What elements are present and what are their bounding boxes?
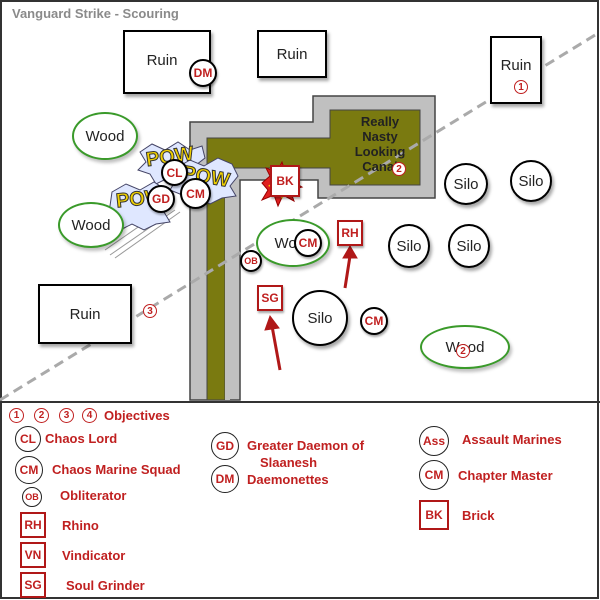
legend-label: Soul Grinder xyxy=(66,578,145,593)
legend-icon: CM xyxy=(15,456,43,484)
legend-icon: CM xyxy=(419,460,449,490)
silo: Silo xyxy=(444,163,488,205)
ruin-left: Ruin xyxy=(38,284,132,344)
silo-label: Silo xyxy=(456,237,482,255)
ruin-label: Ruin xyxy=(276,45,308,63)
silo: Silo xyxy=(388,224,430,268)
canal-label-line: Canal xyxy=(362,159,398,174)
silo-label: Silo xyxy=(307,309,333,327)
legend-label: Chaos Lord xyxy=(45,431,118,446)
legend-icon: BK xyxy=(419,500,449,530)
legend-label: Chapter Master xyxy=(458,468,553,483)
objective-marker: 2 xyxy=(392,162,406,176)
legend-objective: 2 xyxy=(34,408,49,423)
wood-top-left: Wood xyxy=(72,112,138,160)
legend-icon: Ass xyxy=(419,426,449,456)
road-edge xyxy=(225,168,230,400)
wood-left: Wood xyxy=(58,202,124,248)
ruin-top-right: Ruin xyxy=(490,36,542,104)
legend-label: Slaanesh xyxy=(260,455,318,470)
token-daemonettes[interactable]: DM xyxy=(189,59,217,87)
legend-label: Assault Marines xyxy=(462,432,562,447)
ruin-top-middle: Ruin xyxy=(257,30,327,78)
canal-label-line: Really xyxy=(360,114,400,129)
wood-label: Wood xyxy=(71,216,111,234)
objective-marker: 2 xyxy=(456,344,470,358)
legend-label: Greater Daemon of xyxy=(247,438,365,453)
token-obliterator[interactable]: OB xyxy=(240,250,262,272)
silo: Silo xyxy=(510,160,552,202)
token-chaos-marine-squad[interactable]: CM xyxy=(360,307,388,335)
canal-label-line: Looking xyxy=(354,144,406,159)
token-brick[interactable]: BK xyxy=(270,165,300,197)
token-chaos-marine-squad[interactable]: CM xyxy=(294,229,322,257)
silo-label: Silo xyxy=(453,175,479,193)
explosion-text: B xyxy=(256,182,266,197)
token-rhino[interactable]: RH xyxy=(337,220,363,246)
legend-icon: GD xyxy=(211,432,239,460)
legend-icon: SG xyxy=(20,572,46,598)
legend-objective: 1 xyxy=(9,408,24,423)
silo-label: Silo xyxy=(518,172,544,190)
legend-label: Daemonettes xyxy=(247,472,329,487)
token-soul-grinder[interactable]: SG xyxy=(257,285,283,311)
legend-icon: VN xyxy=(20,542,46,568)
legend-label: Vindicator xyxy=(62,548,126,563)
arrows xyxy=(264,245,358,371)
legend-label: Obliterator xyxy=(60,488,127,503)
map-title: Vanguard Strike - Scouring xyxy=(12,6,179,21)
legend-icon: DM xyxy=(211,465,239,493)
silo-large: Silo xyxy=(292,290,348,346)
legend-label: Brick xyxy=(462,508,495,523)
ruin-label: Ruin xyxy=(69,305,101,323)
legend-objectives-label: Objectives xyxy=(104,408,170,423)
legend-label: Rhino xyxy=(62,518,99,533)
legend-label: Chaos Marine Squad xyxy=(52,462,181,477)
objective-marker: 3 xyxy=(143,304,157,318)
wood-label: Wood xyxy=(85,127,125,145)
ruin-label: Ruin xyxy=(146,51,178,69)
legend-icon: CL xyxy=(15,426,41,452)
token-greater-daemon[interactable]: GD xyxy=(147,185,175,213)
ruin-label: Ruin xyxy=(500,56,532,74)
canal-label-line: Nasty xyxy=(362,129,398,144)
legend-objective: 4 xyxy=(82,408,97,423)
objective-marker: 1 xyxy=(514,80,528,94)
token-chaos-marine-squad[interactable]: CM xyxy=(180,178,211,209)
legend-objective: 3 xyxy=(59,408,74,423)
legend-icon: RH xyxy=(20,512,46,538)
token-chaos-lord[interactable]: CL xyxy=(161,159,188,186)
silo: Silo xyxy=(448,224,490,268)
legend-icon: OB xyxy=(22,487,42,507)
canal-label: Really Nasty Looking Canal xyxy=(340,114,420,174)
silo-label: Silo xyxy=(396,237,422,255)
